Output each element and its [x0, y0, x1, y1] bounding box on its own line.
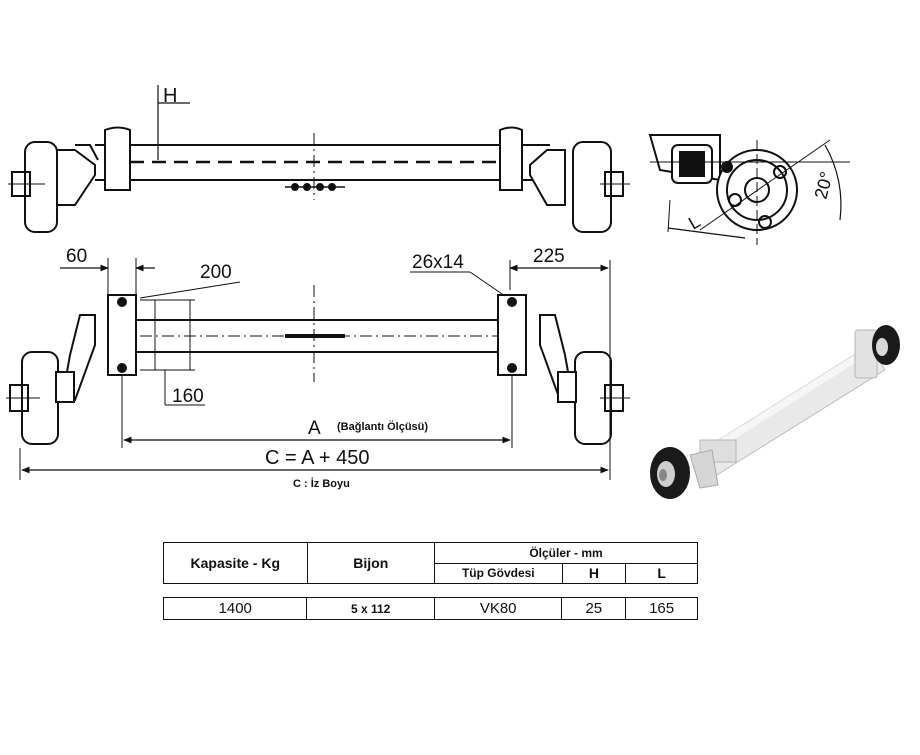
- dim-225-label: 225: [533, 246, 565, 267]
- bolt-cell: 5 x 112: [306, 597, 435, 620]
- tube-header: Tüp Gövdesi: [434, 562, 563, 584]
- l-cell: 165: [625, 597, 698, 620]
- top-view: [8, 85, 630, 233]
- dim-c-note: C : İz Boyu: [293, 477, 350, 490]
- dim-c-formula: C = A + 450: [265, 447, 370, 469]
- h-label: H: [163, 85, 177, 107]
- side-view: [648, 134, 850, 245]
- axle-technical-drawing: H L 20°: [6, 85, 900, 499]
- dim-26x14-label: 26x14: [412, 252, 464, 273]
- angle-label: 20°: [811, 170, 837, 201]
- dim-a-label: A: [308, 418, 321, 439]
- l-header: L: [625, 562, 698, 584]
- tube-cell: VK80: [433, 597, 563, 620]
- spec-table-row: 1400 5 x 112 VK80 25 165: [162, 597, 698, 620]
- h-cell: 25: [561, 597, 627, 620]
- bolt-header: Bijon: [306, 542, 436, 584]
- dim-a-note: (Bağlantı Ölçüsü): [337, 420, 428, 433]
- capacity-header: Kapasite - Kg: [163, 542, 308, 584]
- dimensions-group-header: Ölçüler - mm: [434, 542, 698, 564]
- capacity-cell: 1400: [162, 597, 308, 620]
- h-header: H: [561, 562, 627, 584]
- table-row: 1400 5 x 112 VK80 25 165: [162, 597, 698, 620]
- axle-render-image: [650, 325, 900, 499]
- front-view: [6, 258, 630, 480]
- dim-200-label: 200: [200, 262, 232, 283]
- spec-table-header: Kapasite - Kg Bijon Ölçüler - mm Tüp Göv…: [163, 542, 698, 584]
- dim-60-label: 60: [66, 246, 87, 267]
- dim-160-label: 160: [172, 386, 204, 407]
